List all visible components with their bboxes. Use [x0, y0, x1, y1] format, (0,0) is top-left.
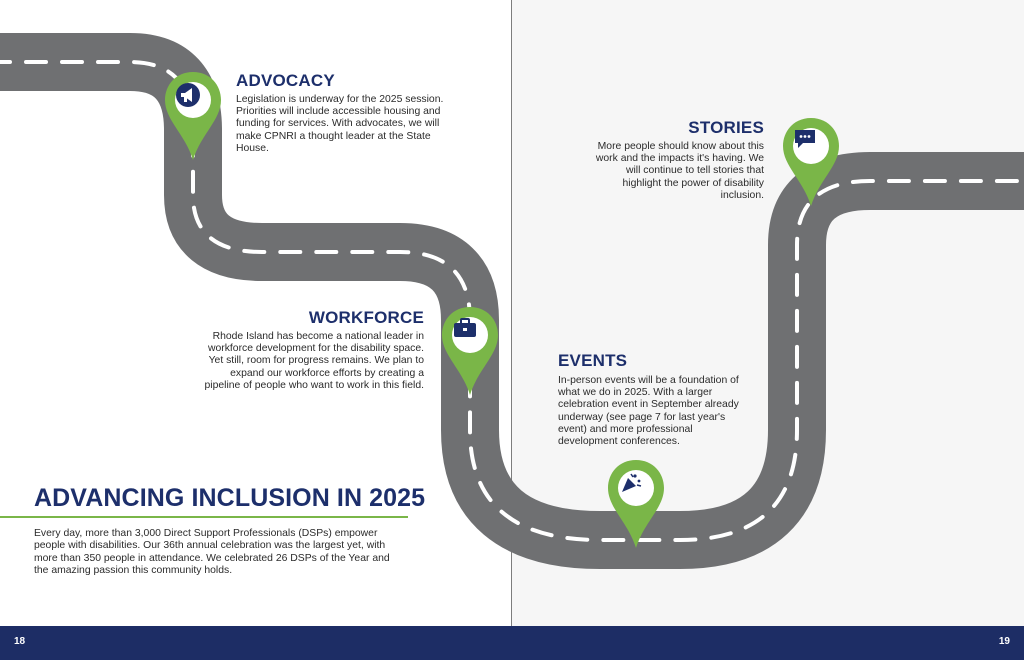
stories-title: STORIES: [688, 118, 764, 137]
winding-road: [0, 33, 1024, 569]
page-spine: [511, 0, 512, 626]
stories-pin: [781, 116, 841, 212]
left-page: [0, 0, 512, 626]
events-pin: [606, 458, 666, 554]
workforce-title: WORKFORCE: [308, 308, 424, 327]
intro-paragraph: Every day, more than 3,000 Direct Suppor…: [34, 528, 390, 577]
road-surface: [0, 33, 1024, 569]
stories-body: More people should know about this work …: [595, 141, 764, 201]
page-number-left: 18: [14, 636, 26, 647]
events-title: EVENTS: [558, 351, 628, 370]
page-title: ADVANCING INCLUSION IN 2025: [34, 484, 426, 512]
workforce-body: Rhode Island has become a national leade…: [204, 331, 425, 391]
advocacy-title: ADVOCACY: [236, 71, 335, 90]
megaphone-icon: [175, 82, 211, 118]
footer-bar: 18 19: [0, 626, 1024, 660]
advocacy-body: Legislation is underway for the 2025 ses…: [236, 94, 444, 154]
briefcase-icon: [452, 317, 488, 353]
workforce-pin: [440, 305, 500, 401]
events-body: In-person events will be a foundation of…: [558, 375, 739, 448]
page-number-right: 19: [998, 636, 1010, 647]
speech-bubble-icon: [793, 128, 829, 164]
road-center-line: [0, 60, 1024, 542]
title-underline: [0, 516, 408, 518]
party-popper-icon: [618, 470, 654, 506]
advocacy-pin: [163, 70, 223, 166]
